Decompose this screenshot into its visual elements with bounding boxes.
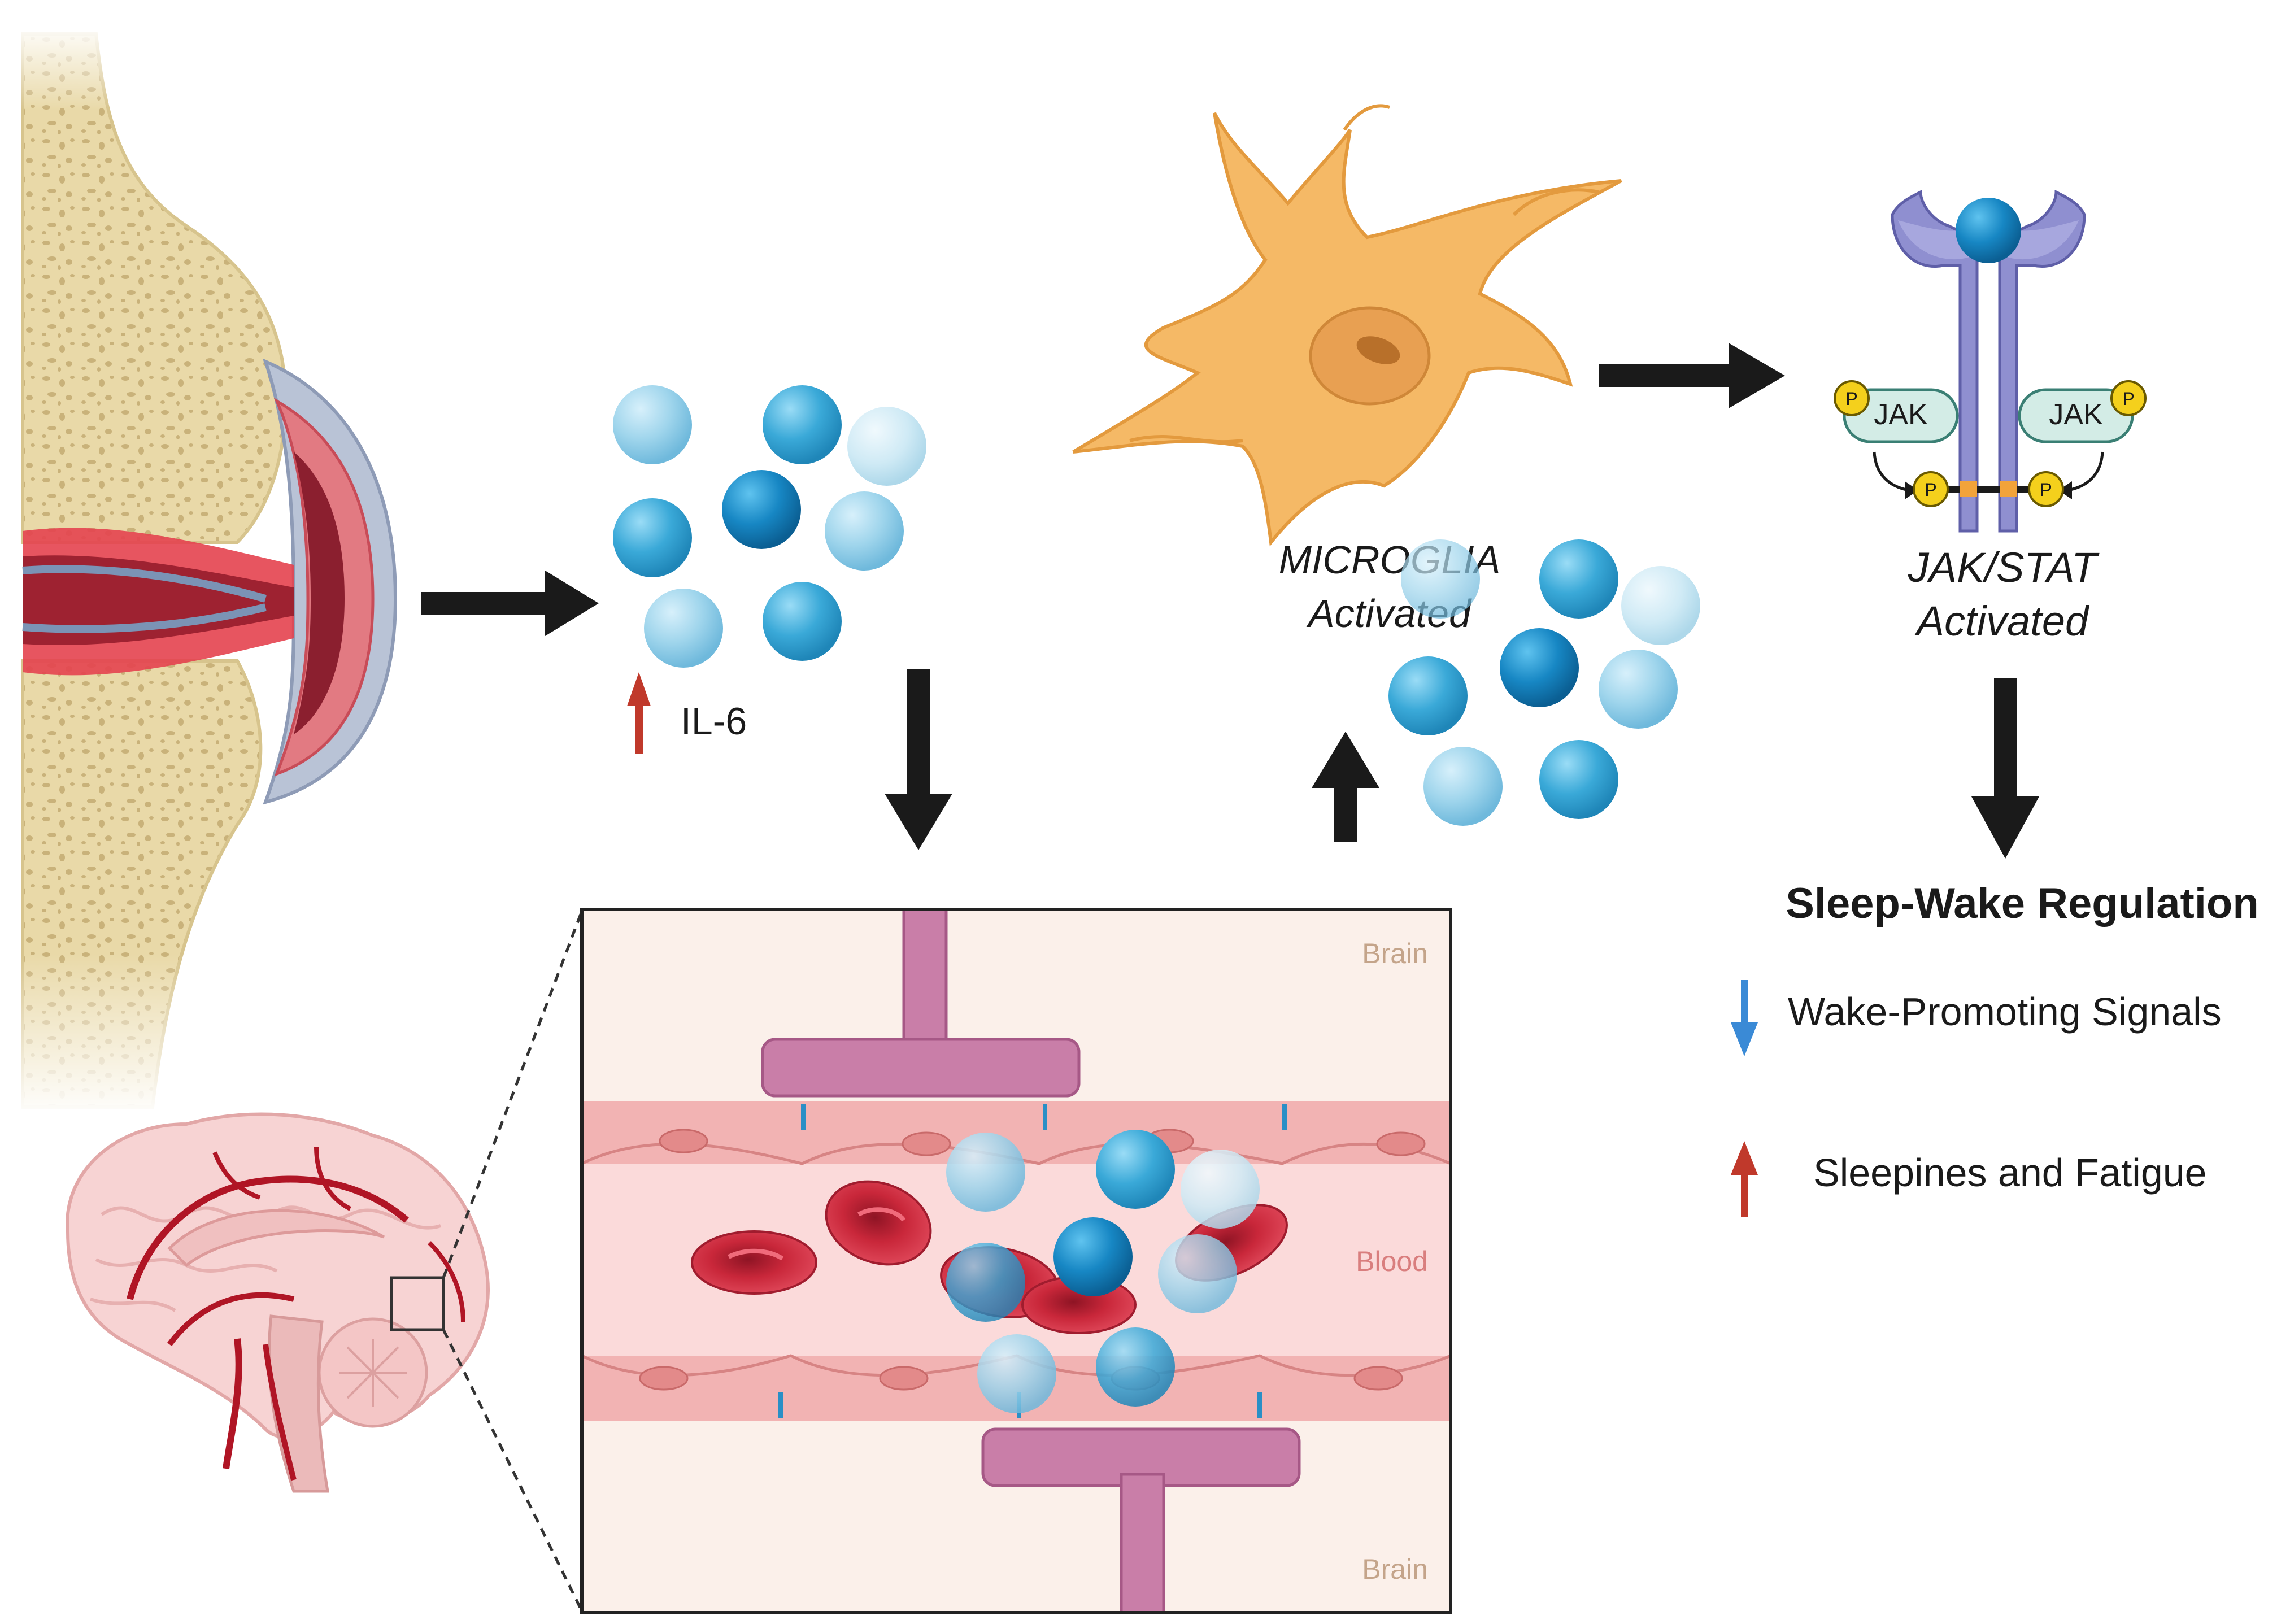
blood-brain-barrier-panel [582, 909, 1451, 1613]
wake-decrease-arrow [1731, 980, 1758, 1056]
il6-label: IL-6 [681, 700, 747, 743]
brain-illustration [66, 1112, 490, 1493]
il6-cluster-microglia [1388, 539, 1700, 826]
blood-label: Blood [1356, 1246, 1428, 1277]
bbb-panel-border [580, 908, 1452, 1614]
jak-right-label: JAK [2049, 398, 2103, 431]
regulation-title: Sleep-Wake Regulation [1786, 880, 2259, 928]
sleepiness-label: Sleepines and Fatigue [1813, 1151, 2207, 1195]
phospho-label-4: P [2040, 480, 2052, 500]
jak-left-label: JAK [1874, 398, 1928, 431]
sleepiness-increase-arrow [1731, 1141, 1758, 1217]
arrow-vessel-to-microglia [1312, 732, 1379, 842]
brain-zoom-box [390, 1276, 445, 1331]
il6-increase-arrow [627, 672, 651, 754]
jak-stat-receptor [1834, 189, 2147, 533]
phospho-label-2: P [2122, 389, 2134, 409]
arrow-il6-to-vessel [885, 669, 952, 850]
phospho-label-3: P [1925, 480, 1936, 500]
brain-bottom-label: Brain [1362, 1553, 1428, 1585]
phospho-label-1: P [1845, 389, 1857, 409]
jakstat-label-line2: Activated [1914, 598, 2090, 645]
zoom-line-bottom [442, 1329, 584, 1612]
inflamed-joint-illustration [0, 23, 407, 1118]
wake-signals-label: Wake-Promoting Signals [1788, 990, 2222, 1034]
arrow-jakstat-to-regulation [1971, 678, 2039, 859]
zoom-line-top [442, 911, 584, 1278]
brain-top-label: Brain [1362, 938, 1428, 969]
arrow-microglia-to-jak [1599, 343, 1785, 408]
jakstat-label-line1: JAK/STAT [1908, 544, 2100, 591]
microglia-cell [1072, 104, 1622, 547]
arrow-joint-to-il6 [421, 571, 599, 636]
il6-cytokine-cluster [613, 385, 926, 668]
